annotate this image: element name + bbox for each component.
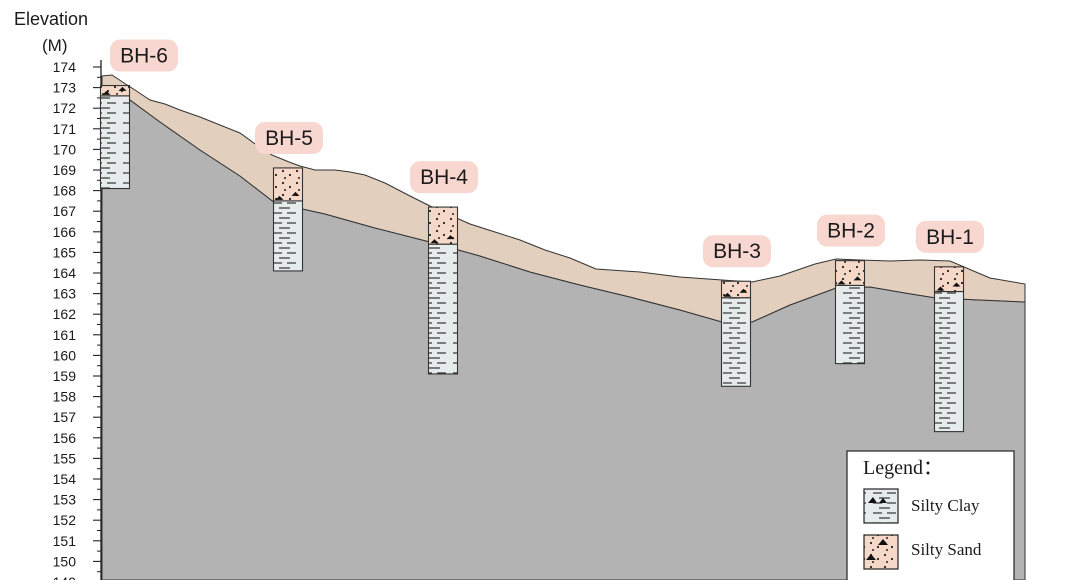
axis-tick-label: 167	[53, 203, 77, 219]
axis-ticks: 174 173 172 171 170 169 168 167 166 165 164 163 162 1…	[53, 59, 101, 580]
axis-tick-label: 172	[53, 100, 77, 116]
silty-sand-segment	[720, 280, 752, 299]
legend-label-silty-clay: Silty Clay	[911, 496, 980, 515]
borehole-label-text: BH-4	[420, 166, 468, 189]
axis-tick-label: 170	[53, 141, 77, 157]
gravel-mark	[723, 288, 748, 297]
axis-tick-label: 166	[53, 224, 77, 240]
axis-tick-label: 151	[53, 533, 77, 549]
axis-tick-label: 156	[53, 430, 77, 446]
borehole-label-bg	[703, 235, 771, 268]
axis-tick-label: 159	[53, 368, 77, 384]
silty-sand-swatch	[863, 534, 899, 570]
silty-clay-segment	[933, 290, 965, 433]
silty-sand-segment	[99, 84, 131, 97]
axis-tick-label: 171	[53, 121, 77, 137]
silty-clay-segment	[272, 200, 304, 272]
axis-tick-label: 165	[53, 244, 77, 260]
borehole-label: BH-5	[255, 121, 323, 154]
borehole-label: BH-3	[703, 235, 771, 268]
axis-tick-label: 161	[53, 327, 77, 343]
axis-tick-label: 164	[53, 265, 77, 281]
axis-tick-label: 154	[53, 471, 77, 487]
borehole-bh-2: BH-2	[817, 214, 885, 365]
axis-tick-label: 163	[53, 286, 77, 302]
gravel-mark	[102, 86, 127, 95]
silty-clay-segment	[834, 284, 866, 365]
borehole-label-bg	[916, 220, 984, 253]
legend-item-silty-clay: Silty Clay	[863, 488, 980, 524]
axis-tick-label: 155	[53, 450, 77, 466]
borehole-bh-4: BH-4	[410, 161, 478, 375]
axis-tick-label: 150	[53, 553, 77, 569]
borehole-label: BH-4	[410, 161, 478, 194]
axis-tick-label: 152	[53, 512, 77, 528]
borehole-label-text: BH-2	[827, 220, 875, 243]
axis-tick-label: 174	[53, 59, 77, 75]
gravel-mark	[936, 282, 961, 291]
boreholes: BH-6BH-5BH-4BH-3 BH-2 BH-1	[99, 39, 984, 433]
silty-clay-segment	[720, 297, 752, 387]
borehole-bh-3: BH-3	[703, 235, 771, 387]
borehole-label-bg	[410, 161, 478, 194]
legend-label-silty-sand: Silty Sand	[911, 540, 982, 559]
axis-tick-label: 173	[53, 80, 77, 96]
borehole-label-text: BH-1	[926, 226, 974, 249]
gravel-mark	[275, 191, 300, 200]
silty-clay-swatch	[863, 488, 899, 524]
silty-clay-segment	[427, 243, 459, 375]
borehole-bh-5: BH-5	[255, 121, 323, 272]
axis-tick-label: 157	[53, 409, 77, 425]
borehole-label-bg	[255, 121, 323, 154]
silty-clay-segment	[99, 95, 131, 190]
silty-sand-segment	[933, 266, 965, 293]
axis-unit: (M)	[42, 36, 67, 55]
axis-tick-label: 158	[53, 389, 77, 405]
axis-tick-label: 153	[53, 492, 77, 508]
axis-tick-label: 169	[53, 162, 77, 178]
borehole-bh-1: BH-1	[916, 220, 984, 433]
borehole-label-text: BH-6	[120, 45, 168, 68]
borehole-bh-6: BH-6	[99, 39, 178, 190]
axis-tick-label: 149	[53, 574, 77, 580]
legend-title: Legend：	[863, 457, 943, 479]
axis-title: Elevation	[14, 9, 88, 29]
silty-sand-segment	[272, 167, 304, 202]
borehole-label-text: BH-5	[265, 127, 313, 150]
borehole-label-bg	[817, 214, 885, 247]
gravel-mark	[430, 235, 455, 244]
legend: Legend： Silty Clay Silty Sand	[846, 450, 1015, 580]
axis-tick-label: 168	[53, 183, 77, 199]
borehole-label: BH-2	[817, 214, 885, 247]
borehole-label: BH-1	[916, 220, 984, 253]
borehole-label: BH-6	[110, 39, 178, 72]
borehole-label-text: BH-3	[713, 240, 761, 263]
legend-item-silty-sand: Silty Sand	[863, 534, 982, 570]
borehole-label-bg	[110, 39, 178, 72]
silty-sand-segment	[834, 260, 866, 286]
gravel-mark	[837, 276, 862, 285]
axis-tick-label: 162	[53, 306, 77, 322]
axis-tick-label: 160	[53, 347, 77, 363]
